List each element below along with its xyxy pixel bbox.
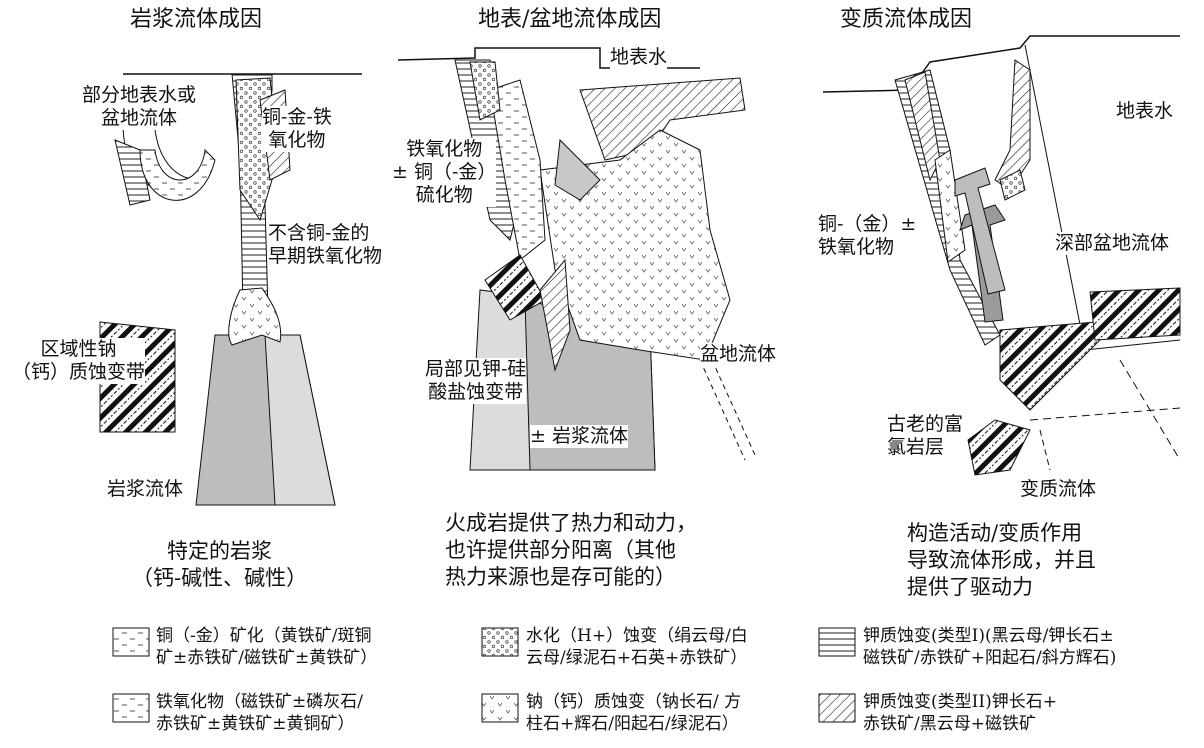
label-cu-au-fe-oxide: 铜-金-铁 氧化物 <box>262 106 332 152</box>
label-partial-surface-water: 部分地表水或 盆地流体 <box>82 84 197 130</box>
legend-fe-oxide-text: 铁氧化物（磁铁矿±磷灰石/ 赤铁矿±黄铁矿±黄铜矿） <box>156 692 363 734</box>
legend-na-ca-swatch <box>481 693 519 723</box>
label-old-chlorine-strata: 古老的富 氯岩层 <box>887 413 964 459</box>
label-surface-water-2: 地表水 <box>610 46 668 69</box>
flow-arrow-small <box>954 167 1006 295</box>
na-ca-cap <box>228 287 282 346</box>
magma-margin <box>264 334 336 506</box>
label-deep-basin-fluid: 深部盆地流体 <box>1055 232 1170 255</box>
panel-metamorphic <box>822 35 1181 476</box>
basin-fault-1 <box>699 359 746 461</box>
legend-k-type2-swatch <box>818 693 856 723</box>
label-surface-water-3: 地表水 <box>1116 100 1174 123</box>
na-ca-lens <box>934 149 966 263</box>
label-pm-magmatic-fluid: ± 岩浆流体 <box>530 425 628 448</box>
legend-hydrolytic-text: 水化（H+）蚀变（绢云母/白 云母/绿泥石+石英+赤铁矿） <box>526 626 748 668</box>
hydrolytic-zone <box>469 61 501 121</box>
fault-line <box>1024 44 1086 351</box>
label-regional-na-ca: 区域性钠 （钙）质蚀变带 <box>12 338 146 384</box>
label-early-fe-oxide: 不含铜-金的 早期铁氧化物 <box>268 222 383 268</box>
legend-hydrolytic-swatch <box>481 627 519 657</box>
k-hatch-lens <box>539 258 571 372</box>
title-magmatic: 岩浆流体成因 <box>130 7 263 32</box>
title-surface-basin: 地表/盆地流体成因 <box>478 7 662 32</box>
label-local-k-silicate: 局部见钾-硅 酸盐蚀变带 <box>425 358 527 404</box>
label-magmatic-fluid: 岩浆流体 <box>107 478 184 501</box>
caption-surface-basin: 火成岩提供了热力和动力， 也许提供部分阳离（其他 热力来源也是存可能的） <box>445 511 697 589</box>
label-metamorphic-fluid: 变质流体 <box>1020 478 1097 501</box>
k-hatch-cap <box>579 77 746 161</box>
k-thick-block-2 <box>1089 287 1181 341</box>
legend-k-type1-swatch <box>818 627 856 657</box>
grey-lens <box>554 138 601 201</box>
legend-na-ca-text: 钠（钙）质蚀变（钠长石/ 方 柱石+辉石/阳起石/绿泥石） <box>526 692 742 734</box>
label-fe-oxide-cu-au-sulfide: 铁氧化物 ± 铜（-金） 硫化物 <box>392 138 497 207</box>
chlorine-strata-block <box>967 419 1031 476</box>
hydrolytic-lens <box>999 169 1026 201</box>
legend-cu-au-text: 铜（-金）矿化（黄铁矿/斑铜 矿±赤铁矿/磁铁矿±黄铁矿） <box>156 626 378 668</box>
strata-dash-2 <box>1119 359 1181 461</box>
caption-metamorphic: 构造活动/变质作用 导致流体形成，并且 提供了驱动力 <box>907 521 1096 599</box>
strata-dash-3 <box>1039 429 1051 471</box>
basin-fault-2 <box>711 359 756 456</box>
legend-swatches <box>112 627 856 723</box>
cu-au-zone <box>489 79 546 261</box>
fault-line-2 <box>1084 339 1181 351</box>
label-basin-fluid: 盆地流体 <box>700 343 777 366</box>
title-metamorphic: 变质流体成因 <box>840 7 973 32</box>
k-hatch-lens-2 <box>994 59 1031 191</box>
panel-surface-basin <box>397 47 756 471</box>
legend-fe-oxide-swatch <box>112 693 150 723</box>
legend-cu-au-swatch <box>112 627 150 657</box>
legend-k-type2-text: 钾质蚀变(类型II)钾长石+ 赤铁矿/黑云母+磁铁矿 <box>863 692 1057 734</box>
strata-dash-1 <box>1029 407 1181 421</box>
cu-au-lens <box>139 148 216 201</box>
caption-magmatic: 特定的岩浆 （钙-碱性、碱性） <box>132 539 308 590</box>
ground-surface-line <box>822 35 1180 93</box>
legend-k-type1-text: 钾质蚀变(类型I)(黑云母/钾长石± 磁铁矿/赤铁矿+阳起石/斜方辉石) <box>863 626 1117 668</box>
label-cu-au-fe-oxide-3: 铜-（金）± 铁氧化物 <box>818 213 917 259</box>
